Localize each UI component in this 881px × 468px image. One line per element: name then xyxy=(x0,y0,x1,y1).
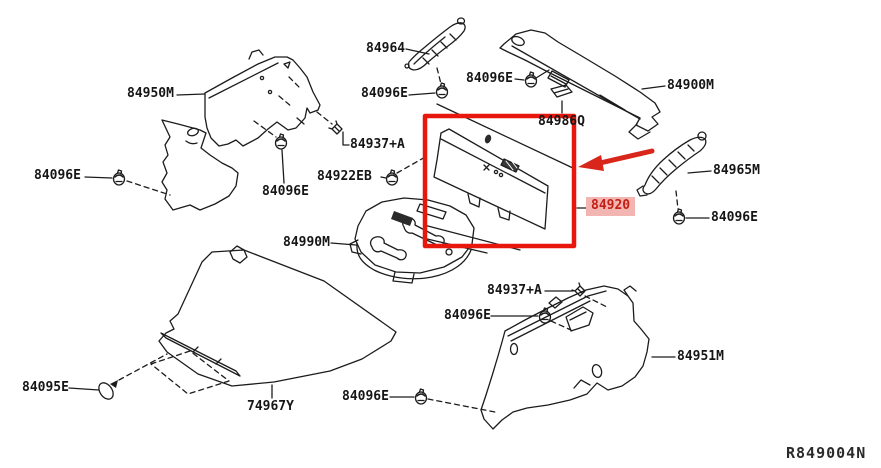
part-label-84096e-below-84964: 84096E xyxy=(361,86,408,101)
part-84990m-tray xyxy=(349,197,475,284)
clip-icon xyxy=(524,71,538,88)
part-84950m-trim-lh xyxy=(161,49,321,211)
part-84964-hook xyxy=(404,17,466,71)
part-label-84920-highlighted[interactable]: 84920 xyxy=(586,197,636,216)
part-label-84951m: 84951M xyxy=(677,349,724,364)
fastener-clips xyxy=(112,71,686,405)
part-label-84922eb: 84922EB xyxy=(317,169,372,184)
part-label-84096e-bottom-center: 84096E xyxy=(342,389,389,404)
dashed-lines xyxy=(118,67,679,413)
part-label-84096e-top-center: 84096E xyxy=(466,71,513,86)
part-84986q-clip xyxy=(550,84,573,98)
clip-icon xyxy=(571,282,586,297)
part-label-84964: 84964 xyxy=(366,41,406,56)
part-84900m-finisher xyxy=(499,29,661,140)
part-label-84096e-under-84950m: 84096E xyxy=(262,184,309,199)
part-84920-back-trim xyxy=(422,103,576,254)
highlight-arrow-icon xyxy=(578,148,655,171)
clip-icon xyxy=(672,208,686,225)
part-label-84900m: 84900M xyxy=(667,78,714,93)
part-label-84937a-lower: 84937+A xyxy=(487,283,542,298)
part-label-84096e-lower-right: 84096E xyxy=(444,308,491,323)
clip-icon xyxy=(274,133,288,150)
part-84095e-pin xyxy=(98,380,118,400)
clip-icon xyxy=(414,388,428,405)
highlight-box xyxy=(422,113,577,249)
part-label-84950m: 84950M xyxy=(127,86,174,101)
part-84951m-trim-rh xyxy=(480,285,650,430)
leader-lines xyxy=(68,48,712,399)
clip-icon xyxy=(112,169,126,186)
part-label-84965m: 84965M xyxy=(713,163,760,178)
part-label-84986q: 84986Q xyxy=(538,114,585,129)
part-label-74967y: 74967Y xyxy=(247,399,294,414)
part-84965m-bracket xyxy=(636,131,707,197)
part-label-84096e-left: 84096E xyxy=(34,168,81,183)
part-label-84990m: 84990M xyxy=(283,235,330,250)
part-label-84096e-right: 84096E xyxy=(711,210,758,225)
part-74967y-mat xyxy=(158,245,397,387)
part-label-84937a-upper: 84937+A xyxy=(350,137,405,152)
clip-icon xyxy=(435,82,449,99)
clip-icon xyxy=(385,169,399,186)
diagram-code: R849004N xyxy=(786,444,867,462)
part-label-84095e: 84095E xyxy=(22,380,69,395)
